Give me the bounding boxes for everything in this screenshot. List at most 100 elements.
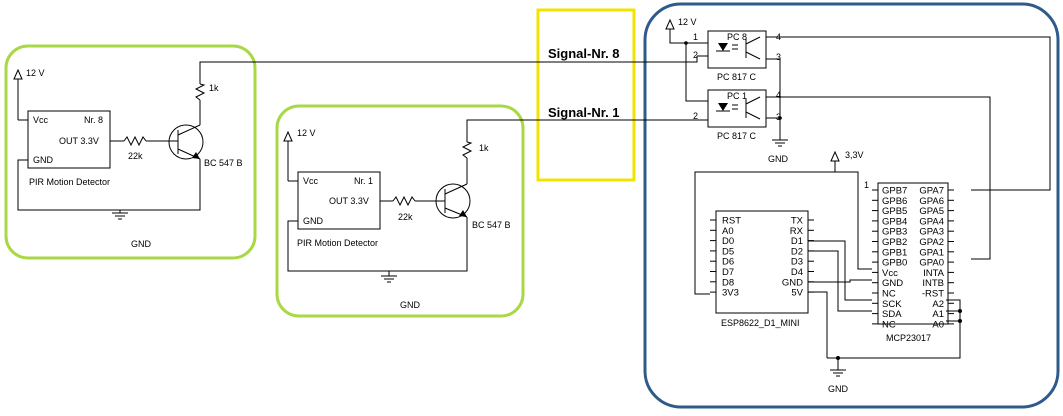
mcp-pin-sck: SCK xyxy=(882,299,902,310)
gnd-label-left-1: GND xyxy=(131,239,152,249)
mcp-pin-gpa7: GPA7 xyxy=(919,186,944,197)
pir-name-label: PIR Motion Detector xyxy=(29,177,110,187)
mcp-pin-intb: INTB xyxy=(922,278,944,289)
mcp-pin-sda: SDA xyxy=(882,309,902,320)
esp-pin-3v3: 3V3 xyxy=(722,288,739,299)
mcp-pin-gpa2: GPA2 xyxy=(919,237,944,248)
mcp-right-pins: GPA7GPA6GPA5GPA4GPA3GPA2GPA1GPA0INTAINTB… xyxy=(919,186,954,330)
mcp-pin-gnd: GND xyxy=(882,278,903,289)
resistor-1k-label: 1k xyxy=(479,143,489,153)
pir-nr-label: Nr. 8 xyxy=(84,115,103,125)
mcp-pin-a1: A1 xyxy=(932,309,944,320)
signal-wires xyxy=(199,56,698,142)
pc1-model: PC 817 C xyxy=(717,131,757,141)
transistor-bc547 xyxy=(435,183,471,219)
v33-arrow-symbol xyxy=(694,150,872,295)
optocoupler-pc1 xyxy=(697,89,767,128)
ground-symbol xyxy=(830,369,846,377)
vcc-arrow-symbol xyxy=(283,130,293,181)
mcp-pin-nc: NC xyxy=(882,289,896,300)
pir-vcc-label: Vcc xyxy=(303,176,319,186)
mcp-pin-a2: A2 xyxy=(932,299,944,310)
pir-nr-label: Nr. 1 xyxy=(354,176,373,186)
pc8-pin3: 3 xyxy=(776,52,781,62)
mcp-pin-vcc: Vcc xyxy=(882,268,898,279)
circuit-sensor-8: 12 V Vcc Nr. 8 OUT 3.3V GND PIR Motion D… xyxy=(13,68,243,220)
pc8-pin1: 1 xyxy=(693,32,698,42)
pir-gnd-label: GND xyxy=(303,216,324,226)
mcp-pin-nc: NC xyxy=(882,319,896,330)
frame-left-2 xyxy=(275,104,525,318)
ground-symbol xyxy=(381,275,397,283)
pir-box xyxy=(27,110,111,169)
mcp-pin--rst: -RST xyxy=(922,289,944,300)
pir-vcc-label: Vcc xyxy=(33,115,49,125)
pc8-pin2: 2 xyxy=(693,50,698,60)
ground-symbol xyxy=(112,212,128,220)
resistor-1k xyxy=(461,141,473,159)
pir-out-label: OUT 3.3V xyxy=(59,136,99,146)
gnd-label-bottom: GND xyxy=(828,384,849,394)
pc8-model: PC 817 C xyxy=(717,72,757,82)
esp-pin-d2: D2 xyxy=(791,246,803,257)
pir-out-label: OUT 3.3V xyxy=(329,196,369,206)
mcp-name: MCP23017 xyxy=(886,333,931,343)
resistor-22k-label: 22k xyxy=(398,212,413,222)
mcp-pin-inta: INTA xyxy=(923,268,945,279)
esp-pin-d6: D6 xyxy=(722,257,734,268)
frame-right xyxy=(643,2,1060,409)
v33-label: 3,3V xyxy=(845,150,864,160)
transistor-bc547 xyxy=(168,124,204,160)
vcc-label: 12 V xyxy=(678,17,697,27)
transistor-label: BC 547 B xyxy=(472,220,511,230)
optocoupler-pc8 xyxy=(697,30,767,69)
esp-pin-d1: D1 xyxy=(791,236,803,247)
mcp-left-pins: GPB7GPB6GPB5GPB4GPB3GPB2GPB1GPB0VccGNDNC… xyxy=(872,186,907,330)
resistor-22k xyxy=(392,195,416,207)
resistor-1k xyxy=(194,83,206,101)
pir-name-label: PIR Motion Detector xyxy=(297,238,378,248)
esp-pin-d8: D8 xyxy=(722,277,734,288)
esp-pin-d3: D3 xyxy=(791,257,803,268)
circuit-sensor-1: 12 V Vcc Nr. 1 OUT 3.3V GND PIR Motion D… xyxy=(283,128,511,283)
esp-name: ESP8622_D1_MINI xyxy=(721,318,800,328)
esp-pin-a0: A0 xyxy=(722,226,734,237)
esp-pin-d4: D4 xyxy=(791,267,803,278)
mcp-pin-a0: A0 xyxy=(932,319,944,330)
vcc-label: 12 V xyxy=(297,128,316,138)
mcp-pin-gpa5: GPA5 xyxy=(919,206,944,217)
signal-label-8: Signal-Nr. 8 xyxy=(548,46,620,61)
mcp-pin-gpa1: GPA1 xyxy=(919,247,944,258)
esp-pin-d0: D0 xyxy=(722,236,734,247)
mcp-chip xyxy=(877,182,949,325)
esp-pin-gnd: GND xyxy=(782,277,803,288)
vcc-arrow-symbol xyxy=(13,68,23,120)
mcp-pin-gpa6: GPA6 xyxy=(919,196,944,207)
pc1-name: PC 1 xyxy=(727,91,747,101)
vcc-label: 12 V xyxy=(26,68,45,78)
esp-pin-d5: D5 xyxy=(722,246,734,257)
esp-pin-tx: TX xyxy=(791,216,804,227)
frame-signal xyxy=(536,8,636,182)
mcp-pin-gpb6: GPB6 xyxy=(882,196,907,207)
resistor-22k xyxy=(123,135,147,147)
mcp-pin-gpb3: GPB3 xyxy=(882,227,907,238)
gnd-label-left-2: GND xyxy=(400,300,421,310)
gnd-label-top: GND xyxy=(768,154,789,164)
mcp-pin-gpa3: GPA3 xyxy=(919,227,944,238)
ground-symbol xyxy=(772,139,788,147)
pc1-pin2: 2 xyxy=(693,111,698,121)
mcp-pin-gpa4: GPA4 xyxy=(919,216,944,227)
esp-pin-rst: RST xyxy=(722,216,741,227)
esp-pin-5v: 5V xyxy=(791,288,803,299)
mcp-pin-gpb2: GPB2 xyxy=(882,237,907,248)
resistor-1k-label: 1k xyxy=(209,83,219,93)
vcc-arrow-symbol xyxy=(665,18,708,102)
pir-gnd-label: GND xyxy=(33,155,54,165)
frame-left-1 xyxy=(4,44,257,260)
mcp-pin-gpa0: GPA0 xyxy=(919,258,944,269)
